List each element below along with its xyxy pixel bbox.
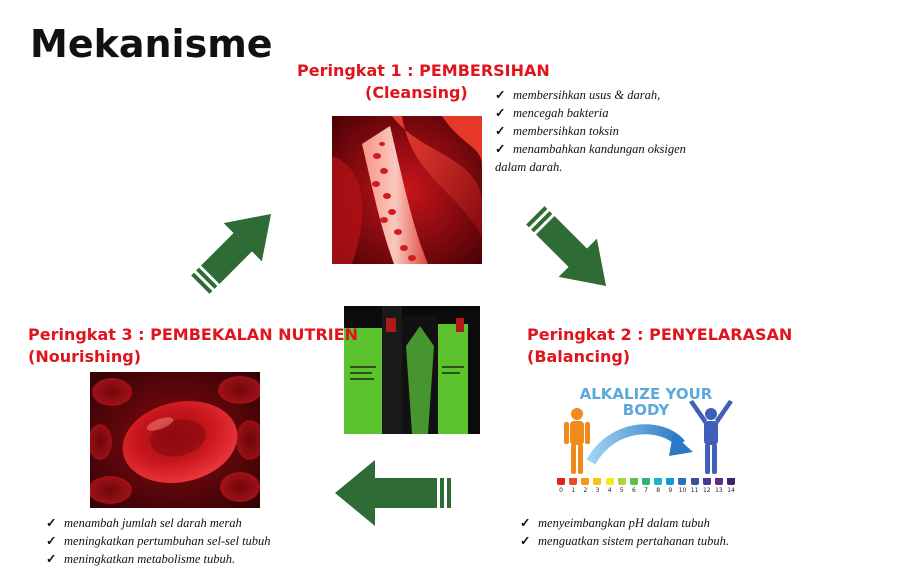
- alkalize-heading-line1: ALKALIZE YOUR: [579, 385, 713, 403]
- red-blood-cells-image: [90, 372, 260, 508]
- stage-1-title-line2: (Cleansing): [365, 83, 468, 102]
- ph-color-swatch: [617, 478, 626, 485]
- cycle-arrow-icon: [191, 213, 272, 294]
- ph-color-swatch: [714, 478, 723, 485]
- checkmark-icon: ✓: [46, 534, 57, 548]
- alkalize-heading-line2: BODY: [622, 401, 670, 419]
- ph-scale-label: 13: [715, 487, 723, 494]
- checkmark-icon: ✓: [495, 88, 506, 102]
- ph-scale-label: 6: [632, 487, 636, 494]
- ph-scale-label: 12: [702, 487, 711, 494]
- ph-scale-cell: 9: [664, 478, 676, 498]
- ph-scale-label: 3: [595, 487, 600, 494]
- stage-1-benefits-list: ✓membersihkan usus & darah, ✓mencegah ba…: [495, 86, 686, 176]
- checkmark-icon: ✓: [520, 534, 531, 548]
- ph-scale-cell: 14: [725, 478, 737, 498]
- ph-color-swatch: [581, 478, 590, 485]
- list-item: ✓membersihkan usus & darah,: [495, 88, 661, 102]
- blood-vessel-image: [332, 116, 482, 264]
- ph-scale-cell: 10: [676, 478, 688, 498]
- list-item-continuation: dalam darah.: [495, 160, 563, 174]
- ph-scale-label: 10: [678, 487, 687, 494]
- ph-color-swatch: [690, 478, 699, 485]
- list-item: ✓menambahkan kandungan oksigen: [495, 142, 686, 156]
- product-image: [344, 306, 480, 434]
- ph-scale-cell: 7: [640, 478, 652, 498]
- ph-scale-cell: 2: [579, 478, 591, 498]
- stage-3-title-line2: (Nourishing): [28, 347, 142, 366]
- ph-color-swatch: [702, 478, 711, 485]
- cycle-arrow-icon: [335, 460, 451, 526]
- ph-scale-label: 9: [668, 487, 673, 494]
- ph-color-swatch: [654, 478, 663, 485]
- ph-scale-cell: 13: [713, 478, 725, 498]
- checkmark-icon: ✓: [495, 142, 506, 156]
- ph-scale-label: 1: [571, 487, 576, 494]
- ph-color-swatch: [557, 478, 566, 485]
- list-item: ✓menambah jumlah sel darah merah: [46, 516, 242, 530]
- list-item: ✓menguatkan sistem pertahanan tubuh.: [520, 534, 729, 548]
- list-item: ✓meningkatkan pertumbuhan sel-sel tubuh: [46, 534, 271, 548]
- ph-color-swatch: [678, 478, 687, 485]
- stage-1-title: Peringkat 1 : PEMBERSIHAN (Cleansing): [297, 60, 550, 104]
- ph-scale-cell: 11: [689, 478, 701, 498]
- ph-scale-label: 8: [656, 487, 661, 494]
- alkalize-body-image: ALKALIZE YOUR BODY: [553, 382, 739, 500]
- stage-3-benefits-list: ✓menambah jumlah sel darah merah ✓mening…: [46, 514, 271, 568]
- list-item: ✓mencegah bakteria: [495, 106, 609, 120]
- checkmark-icon: ✓: [495, 106, 506, 120]
- person-figure-alkaline: [689, 400, 733, 474]
- ph-color-swatch: [642, 478, 651, 485]
- ph-scale-cell: 0: [555, 478, 567, 498]
- ph-scale-label: 4: [607, 487, 612, 494]
- ph-scale-label: 0: [559, 487, 563, 494]
- ph-color-swatch: [569, 478, 578, 485]
- cycle-arrow-icon: [526, 206, 607, 287]
- ph-scale-label: 14: [727, 487, 735, 494]
- ph-scale-label: 11: [690, 487, 699, 494]
- ph-scale-cell: 3: [591, 478, 603, 498]
- person-figure-acidic: [564, 408, 590, 474]
- ph-scale-label: 7: [644, 487, 648, 494]
- stage-2-title: Peringkat 2 : PENYELARASAN (Balancing): [527, 324, 792, 368]
- list-item: ✓meningkatkan metabolisme tubuh.: [46, 552, 236, 566]
- ph-color-swatch: [593, 478, 602, 485]
- ph-scale-cell: 1: [567, 478, 579, 498]
- checkmark-icon: ✓: [46, 516, 57, 530]
- ph-color-swatch: [727, 478, 736, 485]
- ph-scale-cell: 12: [701, 478, 713, 498]
- list-item: ✓membersihkan toksin: [495, 124, 619, 138]
- checkmark-icon: ✓: [520, 516, 531, 530]
- list-item: ✓menyeimbangkan pH dalam tubuh: [520, 516, 710, 530]
- ph-color-swatch: [666, 478, 675, 485]
- ph-scale-cell: 4: [604, 478, 616, 498]
- stage-2-benefits-list: ✓menyeimbangkan pH dalam tubuh ✓menguatk…: [520, 514, 729, 550]
- stage-3-title-line1: Peringkat 3 : PEMBEKALAN NUTRIEN: [28, 325, 359, 344]
- stage-2-title-line2: (Balancing): [527, 347, 631, 366]
- page-title: Mekanisme: [30, 22, 273, 66]
- ph-scale-label: 5: [619, 487, 624, 494]
- checkmark-icon: ✓: [495, 124, 506, 138]
- ph-scale-cell: 8: [652, 478, 664, 498]
- stage-1-title-line1: Peringkat 1 : PEMBERSIHAN: [297, 61, 550, 80]
- ph-scale-cell: 6: [628, 478, 640, 498]
- checkmark-icon: ✓: [46, 552, 57, 566]
- ph-scale-label: 2: [583, 487, 588, 494]
- stage-2-title-line1: Peringkat 2 : PENYELARASAN: [527, 325, 793, 344]
- ph-scale-cell: 5: [616, 478, 628, 498]
- ph-color-swatch: [605, 478, 614, 485]
- stage-3-title: Peringkat 3 : PEMBEKALAN NUTRIEN (Nouris…: [28, 324, 358, 368]
- ph-color-swatch: [629, 478, 638, 485]
